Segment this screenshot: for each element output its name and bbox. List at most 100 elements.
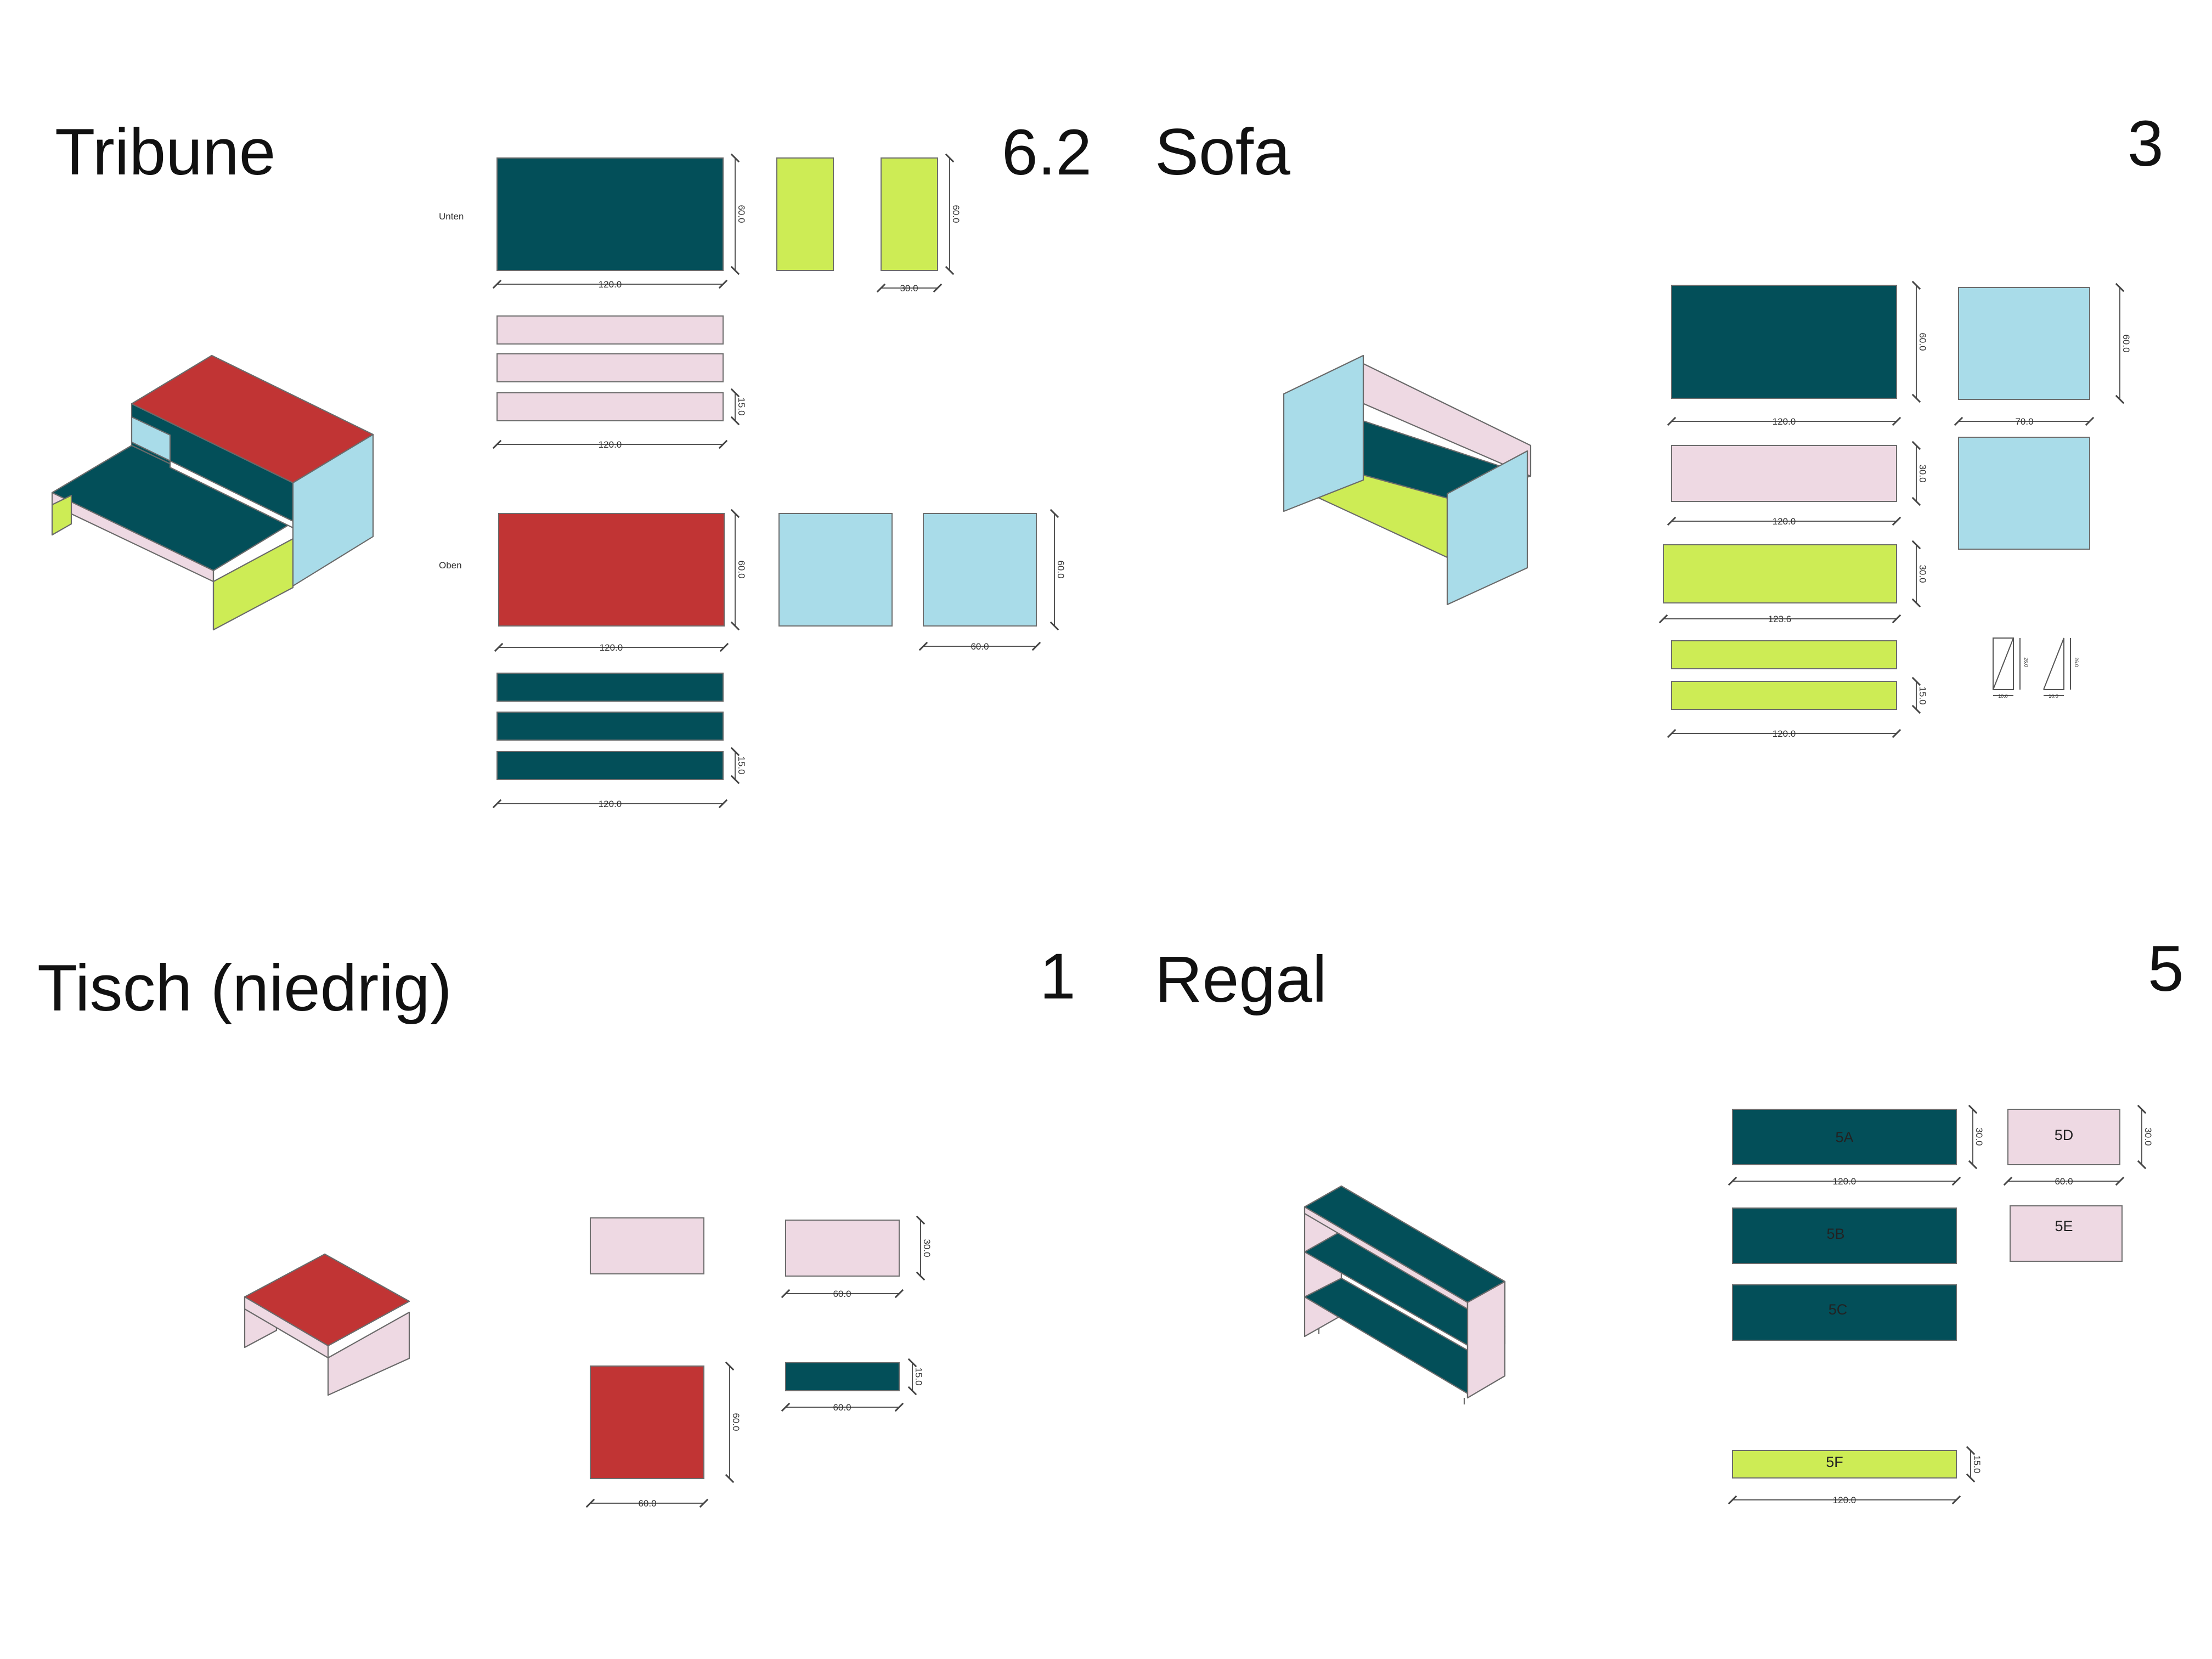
tisch-number: 1 (1040, 940, 1076, 1013)
sofa-iso-view (1283, 354, 1532, 606)
tribune-dimensions: 120.0 60.0 60.0 30.0 120.0 15.0 120.0 60… (492, 153, 1066, 809)
tribune-number: 6.2 (1002, 116, 1092, 189)
regal-shelf-5b (1732, 1207, 1957, 1264)
regal-side-5d (2007, 1109, 2120, 1165)
tribune-oben-strip-2 (496, 712, 724, 741)
sofa-number: 3 (2128, 108, 2164, 180)
dim-label: 30.0 (1917, 464, 1928, 482)
tribune-unten-strip-1 (496, 315, 724, 345)
dim-label: 30.0 (1974, 1127, 1984, 1146)
regal-title: Regal (1155, 943, 1327, 1016)
regal-label-5d: 5D (2055, 1127, 2074, 1143)
dim-label: 120.0 (600, 642, 623, 653)
regal-shelf-5a (1732, 1109, 1957, 1165)
tribune-unten-side-panel-2 (881, 157, 938, 271)
dim-label: 60.0 (736, 560, 747, 578)
dim-label: 30.0 (2143, 1127, 2153, 1146)
dim-label: 30.0 (900, 283, 918, 294)
dim-label: 120.0 (1773, 729, 1796, 739)
tisch-section: Tisch (niedrig) 1 60.0 30.0 60.0 60.0 60… (37, 940, 1076, 1509)
sofa-left-side (1283, 354, 1364, 512)
tribune-oben-strip-3 (496, 751, 724, 780)
tribune-label-oben: Oben (439, 560, 462, 571)
tisch-top-front (244, 1296, 329, 1359)
regal-shelf-5c (1732, 1284, 1957, 1341)
dim-label: 70.0 (2015, 416, 2033, 427)
tribune-oben-side-panel-2 (923, 513, 1037, 627)
dim-label: 30.0 (1917, 565, 1928, 583)
dim-label: 15.0 (1972, 1455, 1982, 1473)
tisch-title: Tisch (niedrig) (37, 951, 452, 1025)
tribune-oben-strip-1 (496, 673, 724, 702)
dim-label: 15.0 (736, 397, 747, 415)
regal-label-5a: 5A (1835, 1129, 1853, 1146)
tisch-top-panel (590, 1365, 704, 1479)
dim-label: 15.0 (1917, 686, 1928, 704)
regal-number: 5 (2148, 933, 2184, 1005)
dim-label: 60.0 (731, 1413, 741, 1431)
sofa-side-panel-2 (1958, 437, 2090, 550)
tribune-unten-strip-2 (496, 353, 724, 382)
tisch-right-leg (327, 1311, 410, 1396)
regal-label-5c: 5C (1829, 1301, 1848, 1318)
dim-label: 15.0 (736, 756, 747, 774)
regal-side-5e (2010, 1205, 2123, 1262)
dim-label: 30.0 (922, 1239, 932, 1257)
regal-dimensions: 120.0 30.0 60.0 30.0 120.0 15.0 (1728, 1104, 2153, 1505)
tisch-strip (785, 1362, 900, 1391)
regal-strip-5f (1732, 1450, 1957, 1479)
regal-iso-view (1304, 1185, 1506, 1404)
sofa-side-panel-1 (1958, 287, 2090, 400)
dim-label: 26.0 (2074, 657, 2079, 667)
tribune-iso-view (51, 354, 374, 631)
dim-label: 26.0 (2023, 657, 2029, 667)
tribune-title: Tribune (55, 115, 275, 189)
sofa-dimensions: 120.0 60.0 70.0 60.0 120.0 30.0 123.6 30… (1658, 280, 2131, 739)
tribune-unten-main-panel (496, 157, 724, 271)
regal-section: Regal 5 5A 5B 5C 5D 5E 5F 120.0 (1155, 933, 2184, 1505)
tribune-unten-strip-3 (496, 392, 724, 421)
dim-label: 60.0 (951, 205, 961, 223)
tribune-label-unten: Unten (439, 211, 464, 222)
tisch-iso-view (244, 1253, 410, 1396)
tribune-oben-main-panel (498, 513, 725, 627)
dim-label: 120.0 (1773, 416, 1796, 427)
sofa-strip-1 (1671, 640, 1897, 669)
dim-label: 123.6 (1768, 614, 1792, 624)
tribune-unten-side-panel-1 (776, 157, 834, 271)
sofa-front-panel (1663, 544, 1897, 603)
dim-label: 120.0 (1833, 1495, 1857, 1505)
tisch-dimensions: 60.0 30.0 60.0 60.0 60.0 15.0 (585, 1215, 932, 1509)
dim-label: 120.0 (599, 279, 622, 290)
dim-label: 60.0 (638, 1498, 656, 1509)
sofa-title: Sofa (1155, 115, 1290, 189)
dim-label: 60.0 (833, 1289, 851, 1299)
sofa-bracket-triangle-2-outline (2043, 637, 2064, 690)
sofa-right-side (1446, 450, 1528, 606)
dim-label: 60.0 (833, 1402, 851, 1413)
regal-label-5f: 5F (1826, 1454, 1843, 1470)
dim-label: 60.0 (1917, 332, 1928, 351)
dim-label: 120.0 (599, 439, 622, 450)
dim-label: 120.0 (599, 799, 622, 809)
regal-label-5e: 5E (2055, 1218, 2073, 1234)
sofa-bracket-triangle-1-outline (1993, 637, 2014, 690)
dim-label: 10.0 (2049, 693, 2058, 699)
tribune-upper-side (292, 433, 374, 587)
dim-label: 60.0 (2055, 1176, 2073, 1187)
dim-label: 120.0 (1833, 1176, 1857, 1187)
regal-label-5b: 5B (1826, 1226, 1844, 1242)
tribune-lower-left-end (51, 494, 72, 536)
sofa-seat-panel (1671, 285, 1897, 399)
dim-label: 10.0 (1998, 693, 2008, 699)
tisch-side-panel-1 (590, 1217, 704, 1274)
dim-label: 15.0 (913, 1367, 924, 1385)
tribune-section: Tribune 6.2 Unten Oben (51, 115, 1092, 809)
sofa-back-panel-flat (1671, 445, 1897, 502)
dim-label: 60.0 (1056, 560, 1066, 578)
dim-label: 60.0 (970, 641, 989, 652)
tisch-side-panel-2 (785, 1220, 900, 1277)
sofa-section: Sofa 3 120.0 60.0 70.0 60.0 (1155, 108, 2164, 739)
dim-label: 60.0 (736, 205, 747, 223)
